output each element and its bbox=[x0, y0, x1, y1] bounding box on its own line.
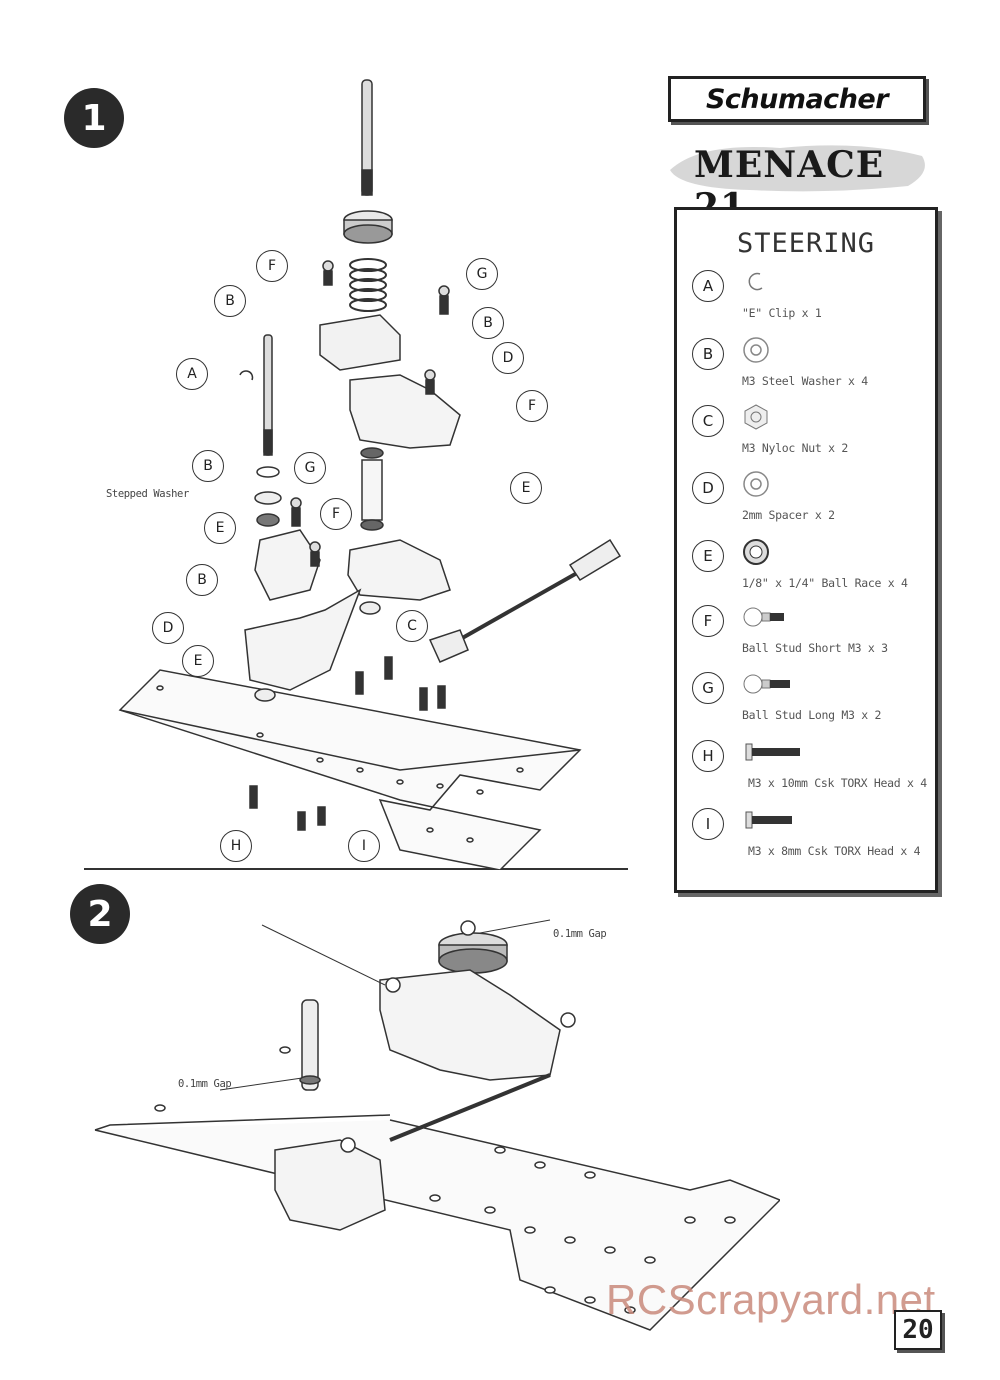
callout-b3: B bbox=[192, 450, 224, 482]
gap-label-left: 0.1mm Gap bbox=[178, 1078, 232, 1090]
steering-exploded-diagram bbox=[118, 79, 622, 870]
callout-b4: B bbox=[186, 564, 218, 596]
part-letter-f: F bbox=[692, 605, 724, 637]
parts-list-panel: STEERING bbox=[674, 207, 938, 893]
page-number: 20 bbox=[894, 1310, 942, 1350]
csk-screw-8mm-icon bbox=[742, 806, 806, 834]
callout-d1: D bbox=[492, 342, 524, 374]
gap-label-top: 0.1mm Gap bbox=[553, 928, 607, 940]
steering-assembled-diagram bbox=[94, 919, 780, 1331]
callout-d2: D bbox=[152, 612, 184, 644]
chassis-plate-outline bbox=[118, 669, 582, 870]
part-description: "E" Clip x 1 bbox=[742, 306, 822, 320]
ball-race-icon bbox=[742, 538, 806, 566]
part-description: M3 Nyloc Nut x 2 bbox=[742, 441, 848, 455]
menace-logo: MENACE 21 bbox=[660, 136, 936, 228]
part-letter-d: D bbox=[692, 472, 724, 504]
part-description: Ball Stud Long M3 x 2 bbox=[742, 708, 882, 722]
callout-f3: F bbox=[320, 498, 352, 530]
ball-stud-long-icon bbox=[742, 670, 806, 698]
part-description: M3 x 8mm Csk TORX Head x 4 bbox=[748, 844, 921, 858]
chassis-plate-2 bbox=[94, 1119, 780, 1331]
part-letter-a: A bbox=[692, 270, 724, 302]
spacer-icon bbox=[742, 470, 806, 498]
callout-i1: I bbox=[348, 830, 380, 862]
parts-list-title: STEERING bbox=[736, 228, 876, 259]
e-clip-icon bbox=[742, 268, 806, 296]
part-description: Ball Stud Short M3 x 3 bbox=[742, 641, 888, 655]
part-description: M3 Steel Washer x 4 bbox=[742, 374, 868, 388]
callout-g1: G bbox=[466, 258, 498, 290]
step-divider bbox=[84, 868, 628, 870]
schumacher-logo: Schumacher bbox=[668, 76, 926, 122]
step-2-badge: 2 bbox=[70, 884, 130, 944]
ball-stud-short-icon bbox=[742, 603, 806, 631]
nyloc-nut-icon bbox=[742, 403, 806, 431]
watermark-text: RCScrapyard.net bbox=[606, 1276, 936, 1323]
callout-f2: F bbox=[516, 390, 548, 422]
part-letter-e: E bbox=[692, 540, 724, 572]
callout-b2: B bbox=[472, 307, 504, 339]
callout-e2: E bbox=[204, 512, 236, 544]
step-1-badge: 1 bbox=[64, 88, 124, 148]
washer-icon bbox=[742, 336, 806, 364]
callout-g2: G bbox=[294, 452, 326, 484]
part-description: 2mm Spacer x 2 bbox=[742, 508, 835, 522]
part-letter-i: I bbox=[692, 808, 724, 840]
csk-screw-10mm-icon bbox=[742, 738, 806, 766]
stepped-washer-label: Stepped Washer bbox=[106, 488, 189, 500]
callout-e1: E bbox=[510, 472, 542, 504]
part-description: M3 x 10mm Csk TORX Head x 4 bbox=[748, 776, 927, 790]
part-letter-h: H bbox=[692, 740, 724, 772]
callout-a1: A bbox=[176, 358, 208, 390]
callout-f1: F bbox=[256, 250, 288, 282]
part-letter-b: B bbox=[692, 338, 724, 370]
callout-h1: H bbox=[220, 830, 252, 862]
part-letter-c: C bbox=[692, 405, 724, 437]
part-letter-g: G bbox=[692, 672, 724, 704]
callout-b1: B bbox=[214, 285, 246, 317]
part-description: 1/8" x 1/4" Ball Race x 4 bbox=[742, 576, 908, 590]
logo-splash-icon bbox=[670, 145, 925, 192]
callout-c1: C bbox=[396, 610, 428, 642]
